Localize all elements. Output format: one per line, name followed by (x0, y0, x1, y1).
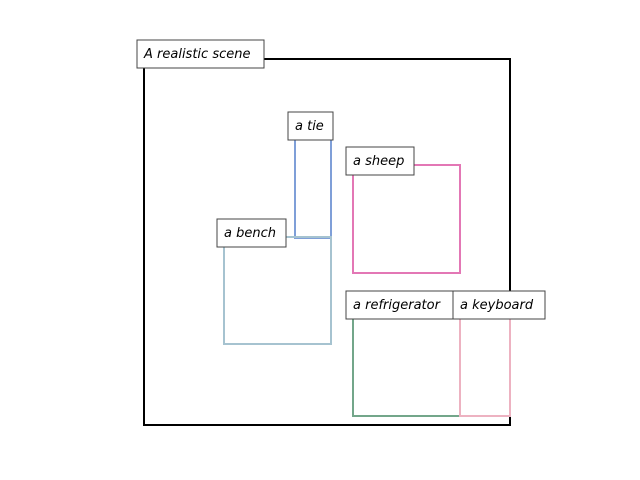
tie-label-tag: a tie (287, 111, 334, 141)
tie-label: a tie (295, 119, 324, 134)
sheep-label: a sheep (353, 154, 404, 169)
keyboard-label: a keyboard (460, 298, 534, 313)
scene-frame (143, 58, 511, 426)
scene-label: A realistic scene (143, 47, 250, 62)
keyboard-box (459, 308, 511, 417)
refrigerator-label: a refrigerator (353, 298, 442, 313)
scene-label-tag: A realistic scene (136, 39, 265, 69)
bench-label: a bench (224, 226, 276, 241)
bench-box (223, 236, 332, 345)
refrigerator-box (352, 308, 461, 417)
bench-label-tag: a bench (216, 218, 287, 248)
tie-box (294, 130, 332, 239)
refrigerator-label-tag: a refrigerator (345, 290, 454, 320)
keyboard-label-tag: a keyboard (452, 290, 546, 320)
sheep-box (352, 164, 461, 274)
sheep-label-tag: a sheep (345, 146, 415, 176)
